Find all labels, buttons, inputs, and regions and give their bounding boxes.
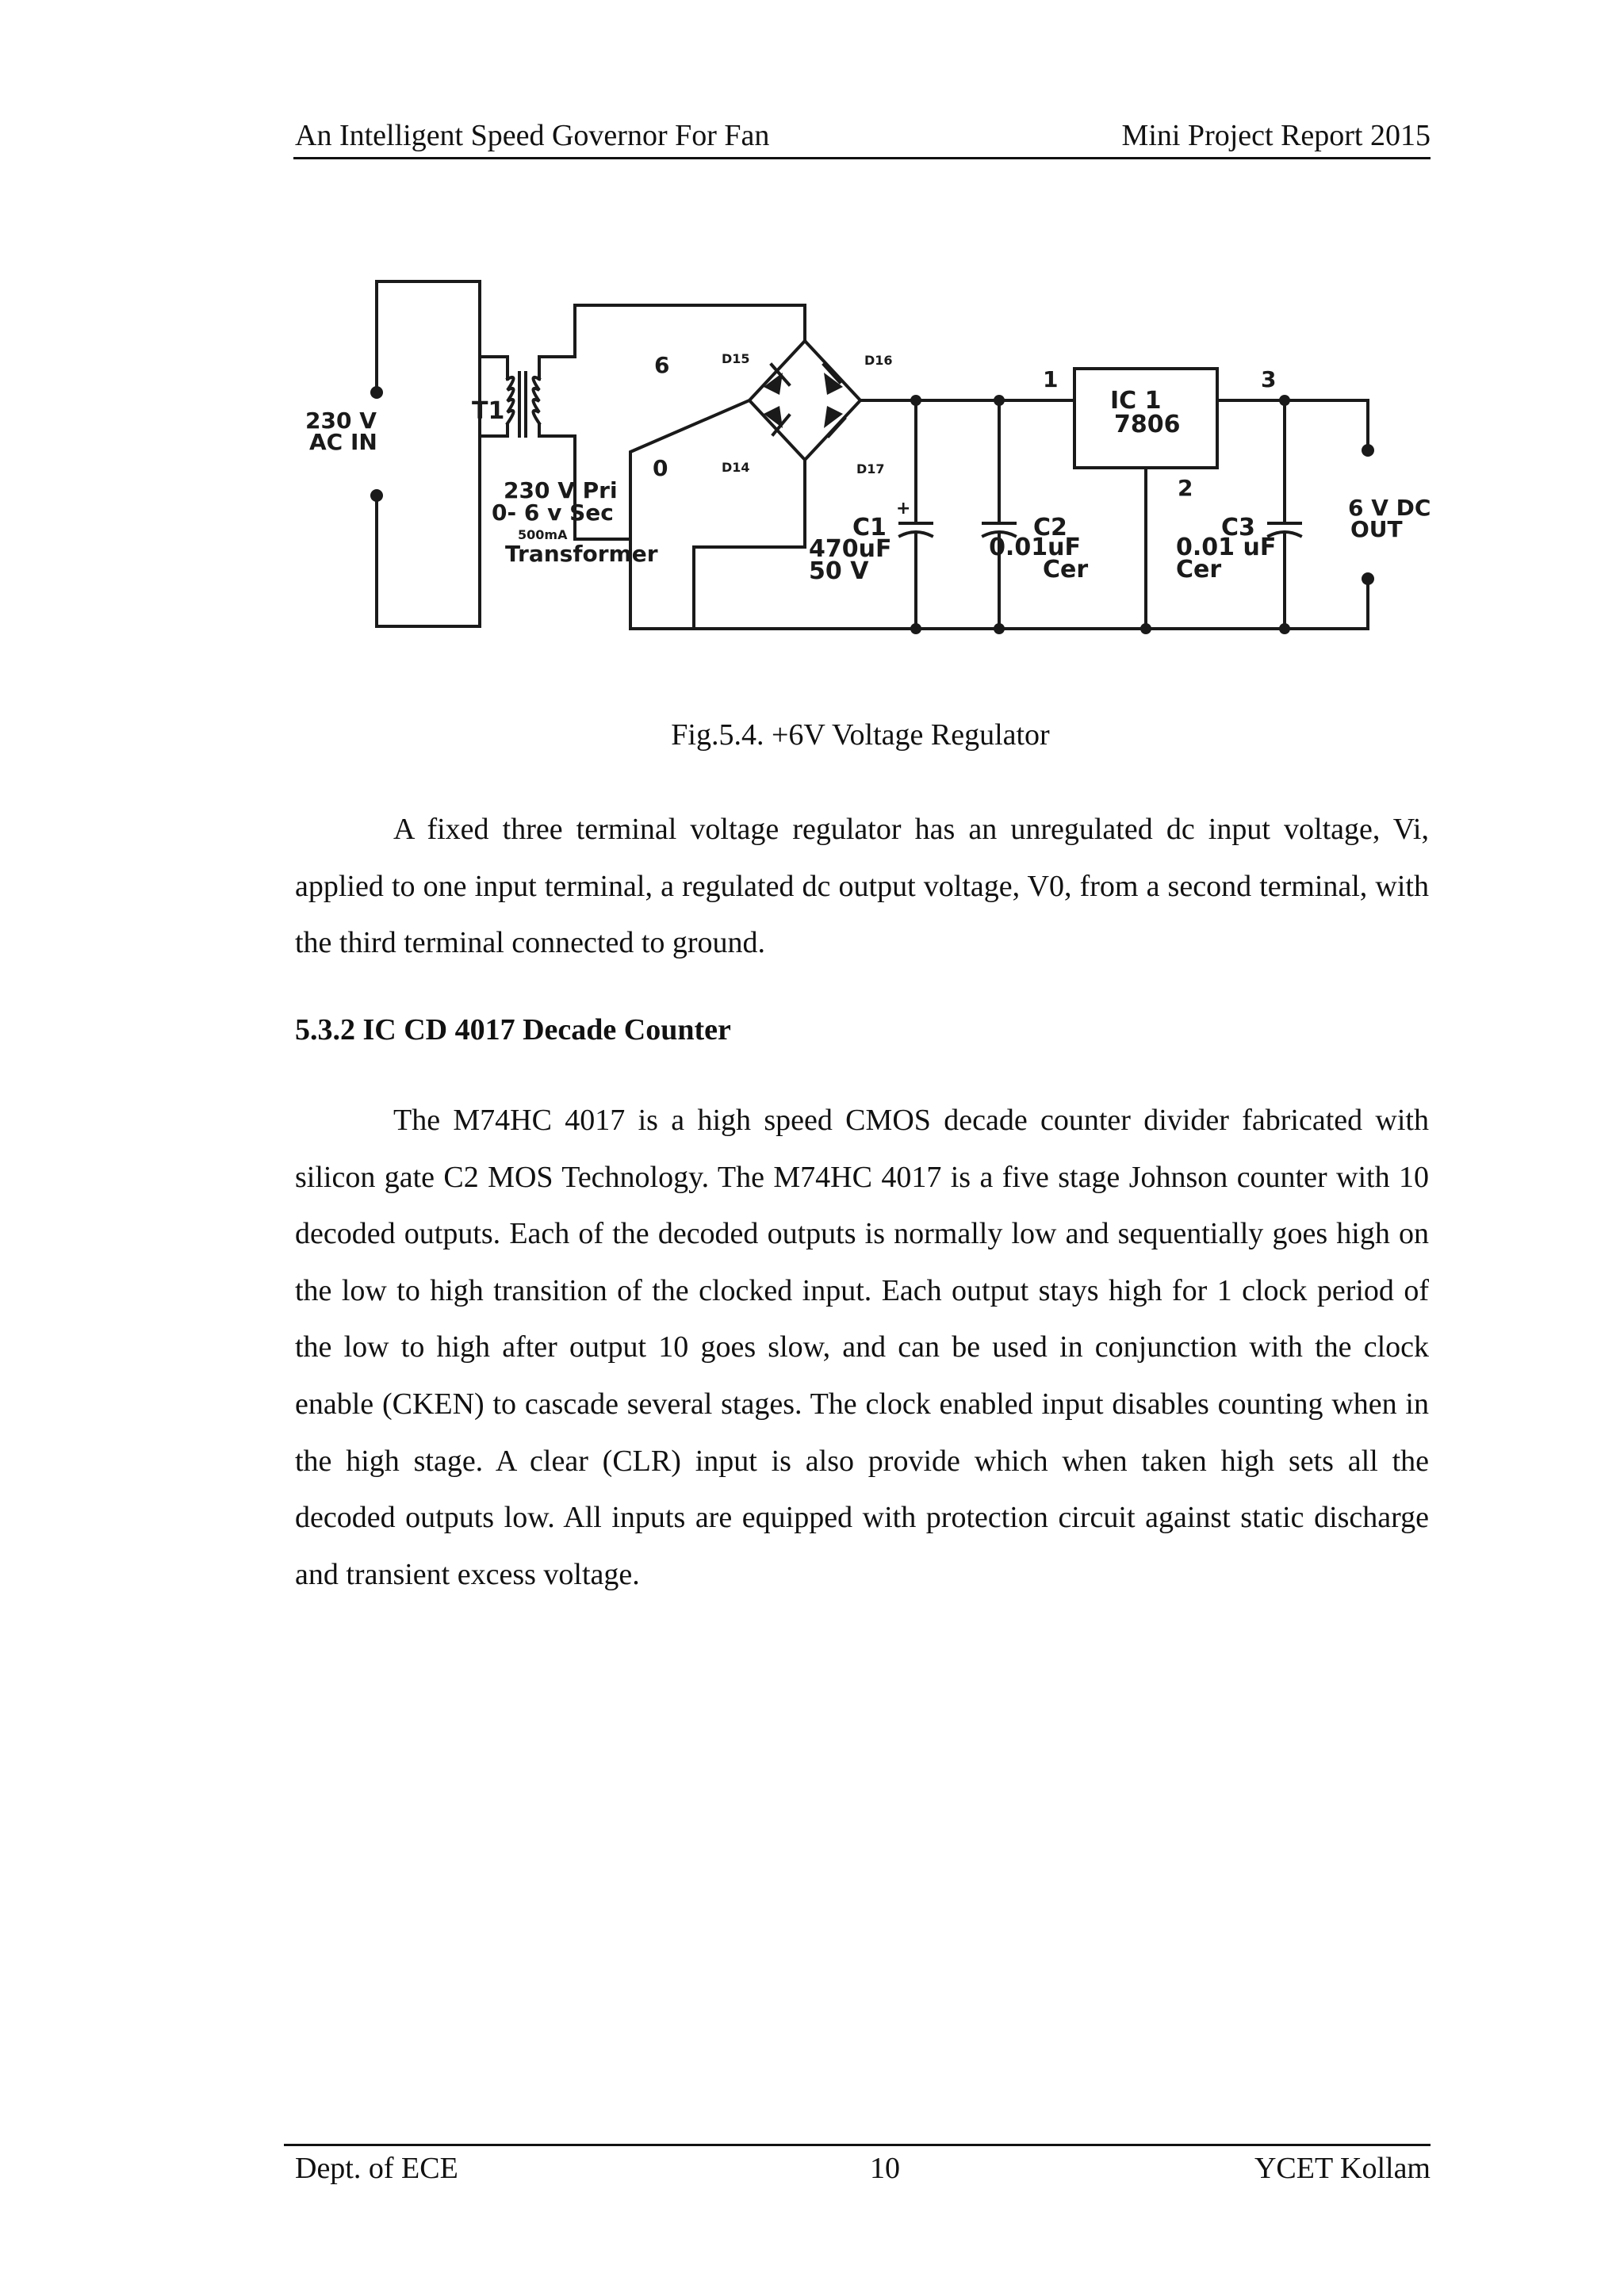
c1-rating: 50 V: [809, 557, 869, 585]
c2-type: Cer: [1043, 556, 1088, 584]
c1-polarity: +: [896, 499, 910, 519]
transformer-spec-4: Transformer: [505, 541, 658, 567]
ic-pin-3: 3: [1261, 366, 1276, 392]
transformer-spec-3: 500mA: [518, 527, 568, 542]
output-label-2: OUT: [1350, 516, 1403, 542]
d17-label: D17: [856, 461, 885, 476]
header-rule: [293, 157, 1431, 159]
paragraph-decade-counter: The M74HC 4017 is a high speed CMOS deca…: [295, 1104, 1429, 1591]
ic-part: 7806: [1114, 411, 1181, 438]
figure-caption: Fig.5.4. +6V Voltage Regulator: [671, 718, 1050, 752]
transformer-spec-1: 230 V Pri: [504, 477, 618, 503]
transformer-spec-2: 0- 6 v Sec: [492, 499, 614, 526]
ic-pin-2: 2: [1178, 475, 1193, 501]
ac-in-label-2: AC IN: [309, 429, 377, 455]
tap-6-label: 6: [654, 352, 669, 378]
c2-value: 0.01uF: [989, 534, 1081, 561]
page-number: 10: [870, 2152, 900, 2185]
c1-value: 470uF: [809, 535, 891, 563]
t1-label: T1: [472, 397, 504, 425]
c3-type: Cer: [1176, 556, 1221, 584]
primary-winding: [505, 375, 515, 426]
ic-pin-1: 1: [1043, 366, 1058, 392]
d16-label: D16: [864, 353, 893, 368]
header-title: An Intelligent Speed Governor For Fan: [295, 119, 770, 152]
section-heading: 5.3.2 IC CD 4017 Decade Counter: [295, 1013, 731, 1047]
header-report: Mini Project Report 2015: [1121, 119, 1431, 152]
ac-in-label-1: 230 V: [305, 408, 377, 434]
c3-label: C3: [1221, 514, 1255, 541]
c2-label: C2: [1033, 514, 1067, 541]
circuit-diagram: 230 V AC IN T1 230 V Pri 0- 6 v Sec 500m…: [282, 246, 1439, 690]
paragraph-regulator: A fixed three terminal voltage regulator…: [295, 813, 1429, 960]
footer-rule: [284, 2144, 1431, 2146]
ic-ref: IC 1: [1110, 387, 1162, 415]
ac-input-wire: [375, 280, 481, 628]
output-label-1: 6 V DC: [1348, 495, 1431, 521]
secondary-winding: [531, 375, 542, 426]
c1-label: C1: [852, 514, 887, 541]
tap-0-label: 0: [653, 455, 668, 481]
footer-dept: Dept. of ECE: [295, 2152, 458, 2185]
c3-value: 0.01 uF: [1176, 534, 1276, 561]
d15-label: D15: [722, 351, 750, 366]
bridge-rectifier: [747, 339, 863, 462]
d14-label: D14: [722, 460, 750, 475]
footer-college: YCET Kollam: [1254, 2152, 1431, 2185]
